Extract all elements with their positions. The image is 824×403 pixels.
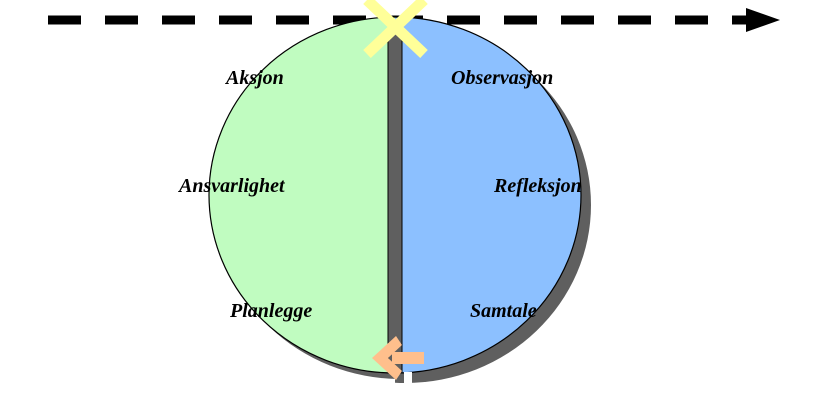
right-half (395, 16, 582, 374)
cross-icon (363, 0, 428, 58)
left-half-inner-shadow (388, 22, 395, 370)
bottom-gap (404, 372, 412, 392)
arrow-left-icon (372, 336, 424, 380)
label-samtale: Samtale (470, 300, 537, 322)
timeline-arrowhead-icon (746, 8, 780, 32)
label-aksjon: Aksjon (224, 67, 284, 89)
label-observasjon: Observasjon (451, 67, 553, 89)
label-ansvarlighet: Ansvarlighet (177, 175, 286, 197)
label-refleksjon: Refleksjon (493, 175, 582, 197)
right-half-inner-shadow (395, 22, 402, 370)
left-half (208, 16, 395, 374)
label-planlegge: Planlegge (229, 300, 312, 322)
